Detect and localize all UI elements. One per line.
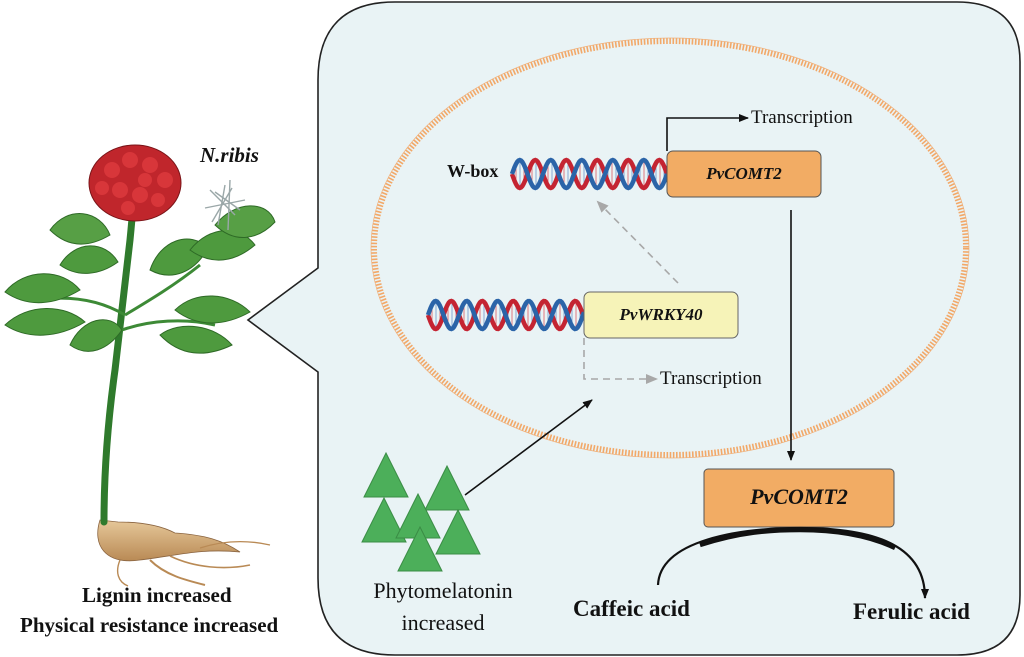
result-line1: Lignin increased (82, 583, 232, 607)
gene-box-pvwrky40 (583, 291, 739, 339)
dna-strand-blue (509, 157, 670, 191)
protein-label-pvcomt2: PvCOMT2 (750, 484, 848, 509)
transcription-arrow-mid (583, 338, 658, 384)
phytomelatonin-label-line2: increased (401, 610, 485, 635)
product-label: Ferulic acid (853, 599, 970, 624)
gene-label-pvcomt2: PvCOMT2 (706, 164, 782, 183)
phytomelatonin-molecules (361, 451, 481, 572)
phytomelatonin-label-line1: Phytomelatonin (373, 578, 513, 603)
transcription-label-top: Transcription (751, 107, 853, 128)
dna-helix-wrky40 (425, 298, 587, 332)
wbox-label: W-box (447, 161, 499, 181)
result-line2: Physical resistance increased (20, 613, 279, 637)
substrate-label: Caffeic acid (573, 596, 690, 621)
dna-helix-wbox (509, 157, 670, 191)
phytomelatonin-arrow (464, 399, 593, 496)
transcription-arrow-top (666, 114, 749, 151)
ginseng-plant (4, 144, 276, 587)
dna-strand-blue (425, 298, 587, 332)
transcription-label-mid: Transcription (660, 368, 762, 389)
nucleus-membrane (371, 38, 969, 458)
pathogen-label: N.ribis (200, 143, 259, 167)
pathogen-hyphae (204, 179, 246, 231)
gene-label-pvwrky40: PvWRKY40 (619, 305, 703, 324)
gene-box-pvcomt2 (666, 150, 822, 198)
binding-arrow-dashed (596, 200, 679, 284)
